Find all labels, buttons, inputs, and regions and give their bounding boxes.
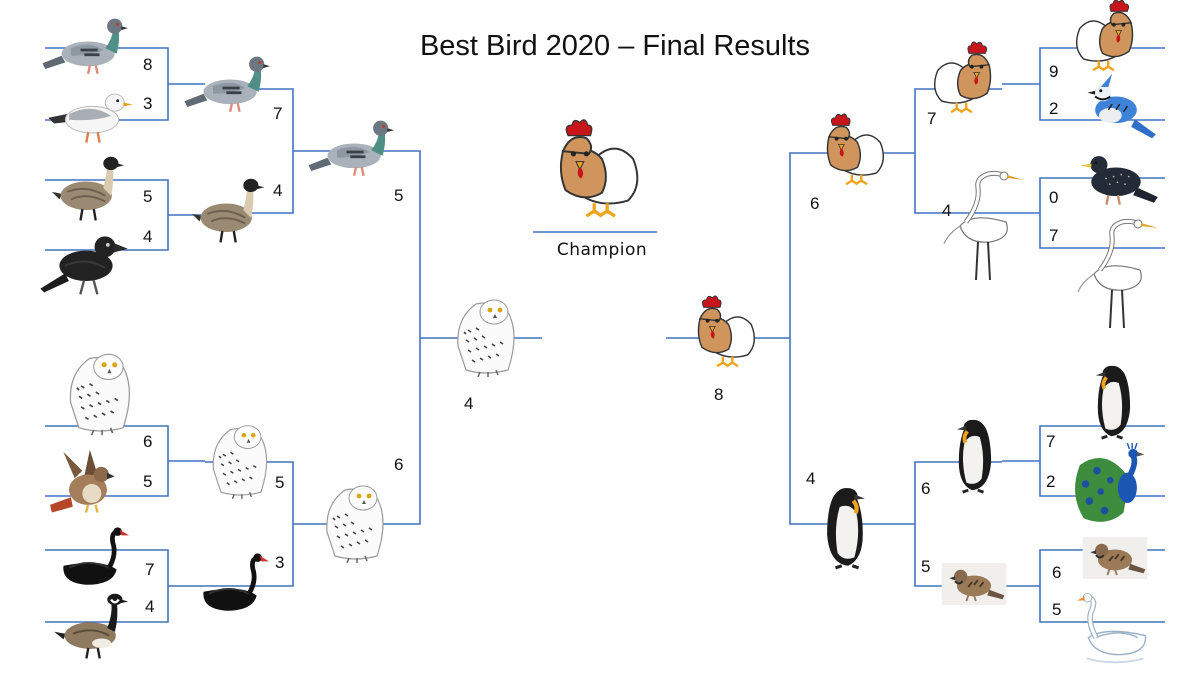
egret-icon bbox=[944, 172, 1024, 280]
match-score: 4 bbox=[143, 227, 152, 246]
match-score: 5 bbox=[394, 186, 403, 205]
match-score: 3 bbox=[275, 553, 284, 572]
penguin-icon bbox=[827, 488, 865, 568]
match-score: 4 bbox=[806, 469, 815, 488]
match-score: 7 bbox=[273, 104, 282, 123]
snowy-owl-icon bbox=[326, 485, 384, 564]
snowy-owl-icon bbox=[212, 424, 268, 500]
match-score: 8 bbox=[714, 385, 723, 404]
crow-icon bbox=[39, 235, 129, 296]
match-score: 5 bbox=[921, 557, 930, 576]
egret-icon bbox=[1078, 220, 1158, 328]
black-swan-icon bbox=[203, 553, 269, 610]
chicken-icon bbox=[933, 40, 992, 114]
page-title: Best Bird 2020 – Final Results bbox=[419, 30, 811, 62]
black-swan-icon bbox=[63, 527, 129, 584]
snowy-owl-icon bbox=[69, 353, 131, 436]
match-score: 6 bbox=[143, 432, 152, 451]
match-score: 6 bbox=[810, 194, 819, 213]
white-swan-icon bbox=[1077, 593, 1146, 662]
match-score: 7 bbox=[1049, 226, 1058, 245]
pigeon-icon bbox=[41, 17, 130, 76]
chicken-icon bbox=[1075, 0, 1134, 72]
match-score: 6 bbox=[1052, 563, 1061, 582]
match-score: 7 bbox=[927, 109, 936, 128]
match-score: 5 bbox=[1052, 600, 1061, 619]
nene-goose-icon bbox=[190, 177, 266, 244]
penguin-icon bbox=[955, 417, 993, 495]
canada-goose-icon bbox=[52, 592, 130, 660]
match-score: 6 bbox=[394, 455, 403, 474]
chicken-icon bbox=[697, 294, 756, 368]
bracket-line bbox=[914, 88, 1002, 214]
sparrow-icon bbox=[1081, 536, 1149, 580]
match-score: 8 bbox=[143, 55, 152, 74]
peacock-icon bbox=[1075, 443, 1144, 522]
match-score: 2 bbox=[1046, 472, 1055, 491]
match-score: 5 bbox=[275, 473, 284, 492]
match-score: 4 bbox=[942, 201, 951, 220]
match-score: 4 bbox=[145, 597, 154, 616]
pigeon-icon bbox=[307, 119, 396, 178]
nene-goose-icon bbox=[50, 155, 126, 222]
match-score: 9 bbox=[1049, 62, 1058, 81]
hawk-icon bbox=[48, 448, 116, 514]
chicken-icon bbox=[826, 112, 885, 186]
chicken-icon bbox=[559, 118, 639, 218]
gull-icon bbox=[47, 92, 135, 144]
match-score: 6 bbox=[921, 479, 930, 498]
bracket-line bbox=[789, 152, 878, 525]
champion-label: Champion bbox=[556, 240, 648, 260]
blue-jay-icon bbox=[1086, 72, 1157, 140]
match-score: 4 bbox=[464, 394, 473, 413]
bracket-line bbox=[330, 150, 421, 525]
match-score: 0 bbox=[1049, 188, 1058, 207]
match-score: 5 bbox=[143, 187, 152, 206]
match-score: 2 bbox=[1049, 99, 1058, 118]
penguin-icon bbox=[1094, 363, 1132, 441]
starling-icon bbox=[1078, 154, 1159, 206]
match-score: 7 bbox=[145, 560, 154, 579]
match-score: 3 bbox=[143, 94, 152, 113]
match-score: 7 bbox=[1046, 432, 1055, 451]
snowy-owl-icon bbox=[457, 299, 515, 378]
match-score: 5 bbox=[143, 472, 152, 491]
sparrow-icon bbox=[940, 562, 1008, 606]
match-score: 4 bbox=[273, 181, 282, 200]
